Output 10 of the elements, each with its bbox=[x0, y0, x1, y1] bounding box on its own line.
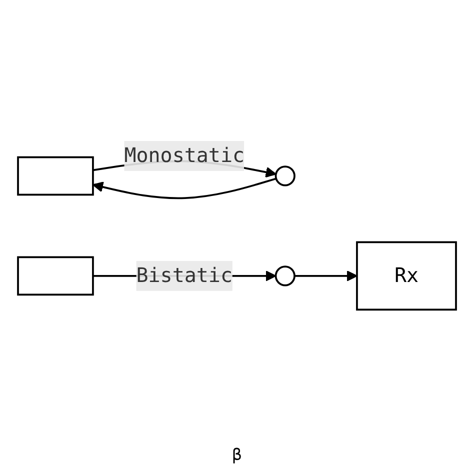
node-box bbox=[17, 256, 94, 296]
node-circle bbox=[274, 166, 296, 186]
node-circle bbox=[274, 266, 296, 286]
node-box bbox=[17, 156, 94, 196]
angle-label: β bbox=[232, 445, 242, 464]
arrow bbox=[294, 270, 358, 282]
node-box: Rx bbox=[356, 241, 457, 311]
arrow bbox=[92, 178, 276, 200]
edge-label: Monostatic bbox=[124, 144, 245, 168]
edge-label: Bistatic bbox=[136, 264, 232, 288]
